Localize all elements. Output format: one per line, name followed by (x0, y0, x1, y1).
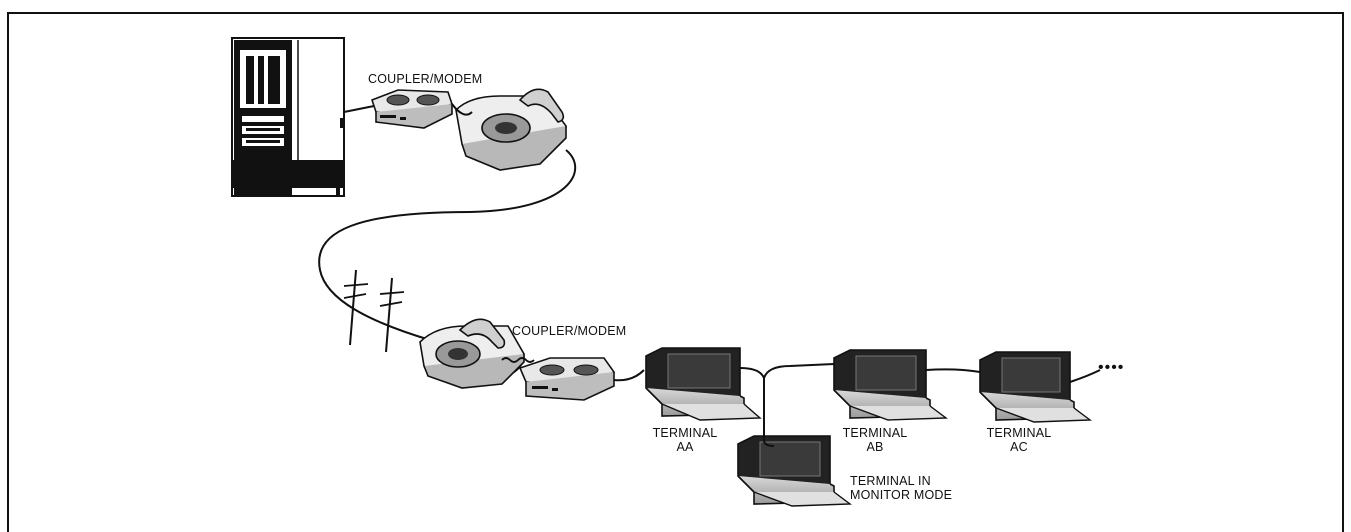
coupler-modem-bottom-icon (520, 358, 644, 400)
terminal-monitor-mode-icon (738, 436, 850, 506)
terminal-aa-label: TERMINAL AA (650, 426, 720, 454)
computer-cabinet-icon (232, 38, 344, 196)
telephone-line-cable (319, 150, 575, 340)
terminal-ab-label-line2: AB (840, 440, 910, 454)
terminal-ab-label-line1: TERMINAL (840, 426, 910, 440)
coupler-modem-bottom-label: COUPLER/MODEM (512, 324, 626, 338)
terminal-monitor-mode-label: TERMINAL IN MONITOR MODE (850, 474, 952, 502)
terminal-ab-icon (834, 350, 946, 420)
terminal-monitor-mode-label-line2: MONITOR MODE (850, 488, 952, 502)
terminal-ab-label: TERMINAL AB (840, 426, 910, 454)
terminal-ac-label: TERMINAL AC (984, 426, 1054, 454)
terminal-ac-label-line1: TERMINAL (984, 426, 1054, 440)
coupler-modem-top-label: COUPLER/MODEM (368, 72, 482, 86)
coupler-modem-top-icon (344, 90, 452, 128)
telephone-poles-icon (344, 270, 404, 352)
continuation-dots: •••• (1098, 361, 1124, 375)
terminal-ac-icon (980, 352, 1090, 422)
terminal-aa-label-line2: AA (650, 440, 720, 454)
telephone-top-icon (452, 89, 566, 170)
terminal-aa-icon (646, 348, 760, 420)
terminal-monitor-mode-label-line1: TERMINAL IN (850, 474, 952, 488)
terminal-aa-label-line1: TERMINAL (650, 426, 720, 440)
terminal-ac-label-line2: AC (984, 440, 1054, 454)
